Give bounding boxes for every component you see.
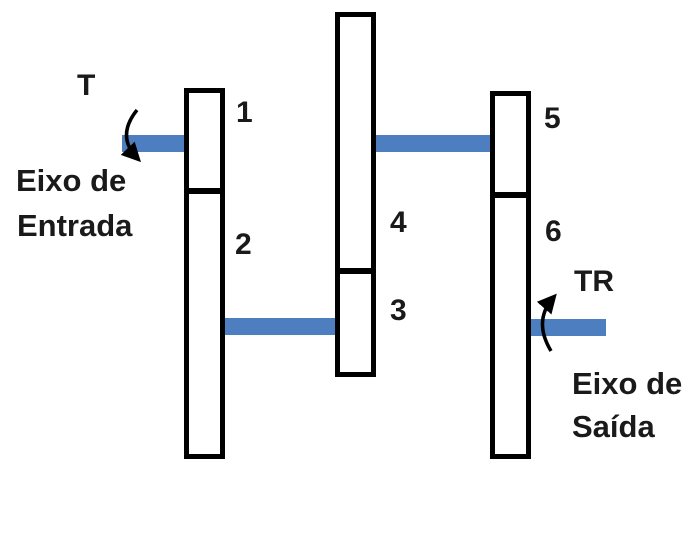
intermediate-shaft-bottom-bar xyxy=(222,318,339,335)
gear-4-label: 4 xyxy=(390,206,407,239)
gear-6-label: 6 xyxy=(545,215,562,248)
gear-5-label: 5 xyxy=(544,102,561,135)
output-torque-label: TR xyxy=(574,265,614,298)
gear-4-3-divider xyxy=(335,268,376,274)
input-shaft-caption-line2: Entrada xyxy=(17,208,133,243)
gear-column-input xyxy=(184,88,225,459)
output-shaft-bar xyxy=(528,319,606,336)
gear-3-label: 3 xyxy=(390,294,407,327)
gear-column-output xyxy=(490,91,531,459)
output-shaft-caption-line2: Saída xyxy=(572,409,655,444)
input-shaft-caption-line1: Eixo de xyxy=(16,163,127,198)
gear-1-2-divider xyxy=(184,188,225,194)
input-shaft-bar xyxy=(122,135,189,152)
output-shaft-caption-line1: Eixo de xyxy=(572,366,683,401)
gear-column-counter xyxy=(335,12,376,377)
gear-5-6-divider xyxy=(490,192,531,198)
gear-1-label: 1 xyxy=(236,96,253,129)
intermediate-shaft-top-bar xyxy=(373,135,492,152)
input-torque-label: T xyxy=(77,69,96,102)
gear-2-label: 2 xyxy=(235,228,252,261)
